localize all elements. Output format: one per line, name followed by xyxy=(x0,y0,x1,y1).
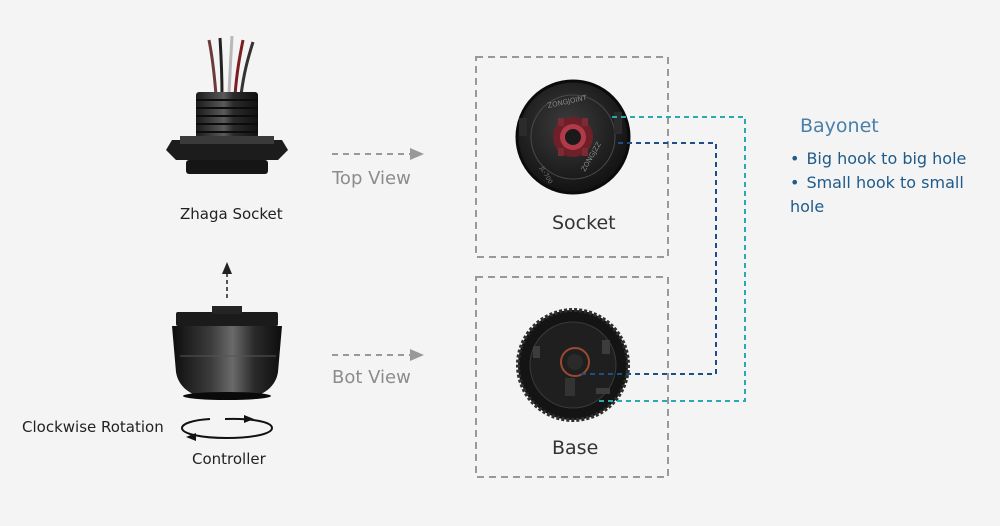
clockwise-rotation-label: Clockwise Rotation xyxy=(22,418,164,436)
bayonet-item-small-hook: Small hook to small hole xyxy=(790,171,1000,219)
zhaga-socket-image xyxy=(166,35,288,174)
base-bottom-view-image xyxy=(516,308,630,422)
socket-view-box xyxy=(475,56,669,258)
big-hook-connector-line xyxy=(596,116,746,402)
small-hook-connector-line xyxy=(578,142,717,375)
socket-box-label: Socket xyxy=(552,212,616,234)
clockwise-rotation-icon xyxy=(180,415,274,441)
top-view-label: Top View xyxy=(332,168,411,189)
top-view-arrow xyxy=(332,148,424,160)
bot-view-label: Bot View xyxy=(332,367,411,388)
zhaga-socket-label: Zhaga Socket xyxy=(180,205,283,223)
bot-view-arrow xyxy=(332,349,424,361)
base-view-box xyxy=(475,276,669,478)
bayonet-item-big-hook: Big hook to big hole xyxy=(790,147,1000,171)
up-arrow-icon xyxy=(222,262,232,298)
controller-label: Controller xyxy=(192,450,266,468)
base-box-label: Base xyxy=(552,437,599,459)
bayonet-list: Big hook to big hole Small hook to small… xyxy=(790,147,1000,219)
socket-top-view-image: ZONGJOINT JL-700 ZONGJZZ xyxy=(515,79,631,195)
controller-image xyxy=(172,306,282,400)
bayonet-title: Bayonet xyxy=(800,115,879,137)
